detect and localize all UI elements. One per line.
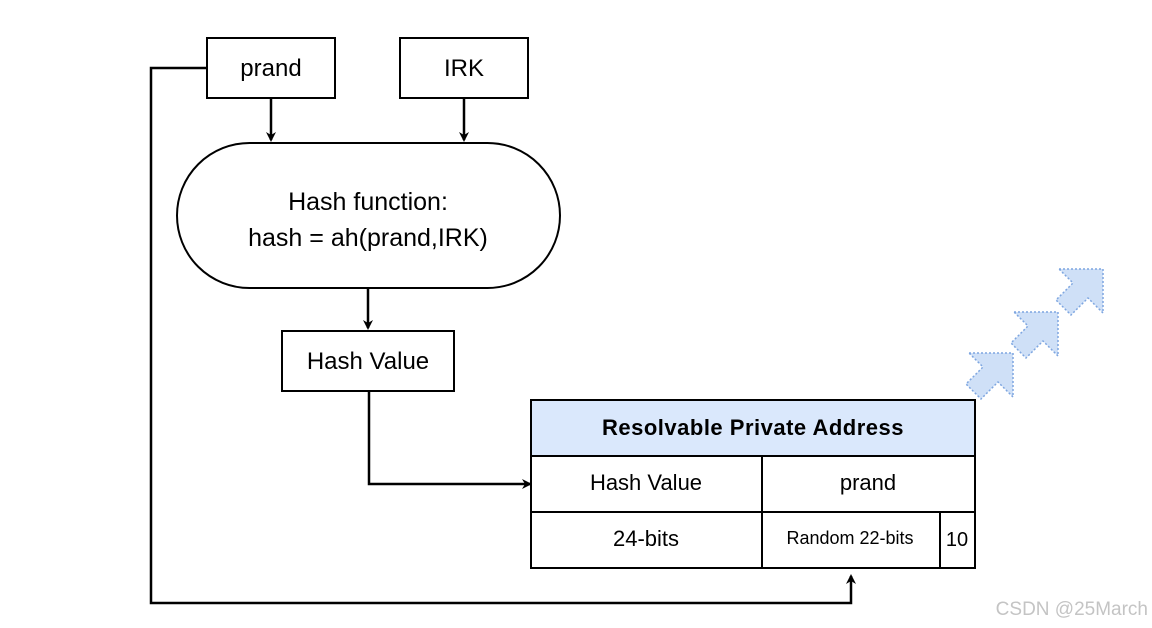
hash-function-node: Hash function: hash = ah(prand,IRK) — [176, 142, 561, 289]
hash-value-box: Hash Value — [281, 330, 455, 392]
prand-input-label: prand — [240, 55, 301, 82]
rpa-table: Resolvable Private Address Hash Value pr… — [530, 399, 976, 569]
rpa-cell-prand-header — [761, 455, 976, 513]
rpa-cell-type-bits — [939, 511, 976, 569]
rpa-cell-type-bits-label: 10 — [946, 529, 968, 551]
rpa-cell-random-bits-label: Random 22-bits — [786, 528, 913, 548]
rpa-cell-prand-header-label: prand — [840, 470, 896, 495]
hash-function-formula: hash = ah(prand,IRK) — [248, 224, 488, 252]
hash-value-label: Hash Value — [307, 348, 429, 375]
hash-function-title: Hash function: — [288, 188, 448, 216]
triple-arrow-up-right-icon — [964, 268, 1104, 401]
rpa-cell-hash-header-label: Hash Value — [590, 470, 702, 495]
prand-input-box: prand — [206, 37, 336, 99]
hash-value-to-rpa-connector — [367, 391, 532, 489]
irk-input-label: IRK — [444, 55, 484, 82]
irk-input-box: IRK — [399, 37, 529, 99]
rpa-table-header — [530, 399, 976, 457]
csdn-watermark: CSDN @25March — [996, 599, 1148, 620]
rpa-cell-hash-header — [530, 455, 763, 513]
prand-feedback-connector — [149, 66, 856, 605]
rpa-cell-hash-bits-label: 24-bits — [613, 526, 679, 551]
rpa-table-title: Resolvable Private Address — [602, 415, 904, 440]
